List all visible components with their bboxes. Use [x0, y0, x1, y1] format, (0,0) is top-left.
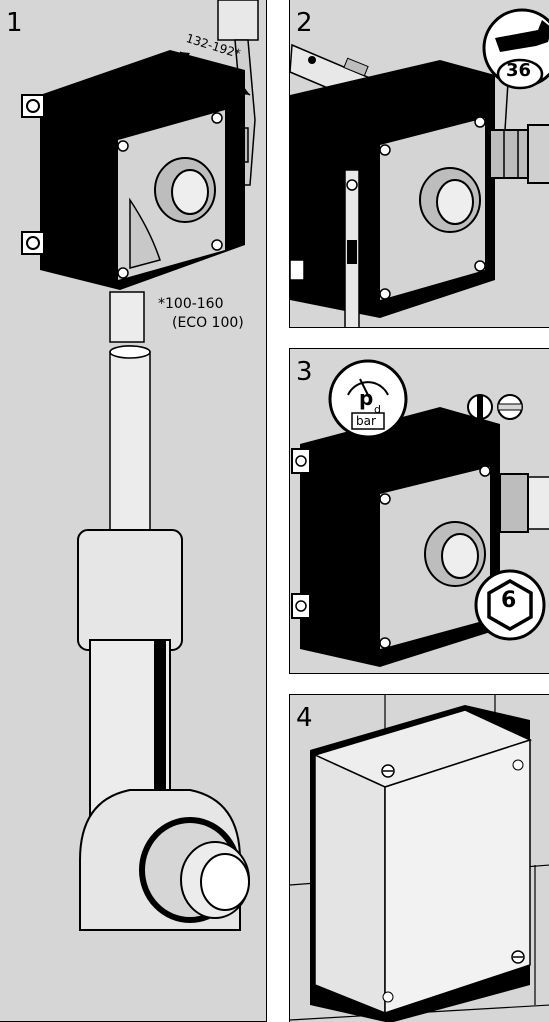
step-3-panel: 3 p d bar 6 [289, 348, 549, 674]
pipe-assembly [77, 345, 250, 931]
pressure-gauge-icon [328, 359, 408, 439]
mounting-box [290, 60, 495, 318]
dimension-note-pipe: (ECO 100) [172, 315, 244, 331]
gauge-subscript: d [374, 403, 381, 416]
wrench-size-label: 36 [506, 60, 532, 81]
step-number: 1 [6, 8, 23, 38]
wrench-icon [482, 8, 549, 90]
gauge-unit: bar [356, 414, 376, 428]
step-1-illustration [21, 0, 259, 931]
step-4-illustration [290, 695, 549, 1022]
step-1-panel: 1 132-192* *100-160 (ECO 100) [0, 0, 267, 1022]
step-2-panel: 2 36 [289, 0, 549, 328]
dimension-label-pipe: *100-160 [158, 296, 224, 312]
compression-nut [489, 124, 549, 184]
step-number: 4 [296, 703, 313, 733]
box-cover [312, 709, 533, 1015]
step-number: 3 [296, 357, 313, 387]
hex-key-icon [474, 569, 546, 641]
step-2-illustration [290, 8, 549, 327]
mounting-box [291, 407, 500, 667]
step-3-illustration [291, 359, 549, 667]
valve-position-icon [467, 394, 523, 420]
hex-size-label: 6 [501, 588, 517, 613]
step-4-panel: 4 [289, 694, 549, 1022]
dimension-line [179, 51, 251, 96]
compression-nut [499, 473, 529, 533]
step-number: 2 [296, 8, 313, 38]
mounting-box [21, 50, 245, 290]
gauge-symbol: p [359, 386, 374, 410]
